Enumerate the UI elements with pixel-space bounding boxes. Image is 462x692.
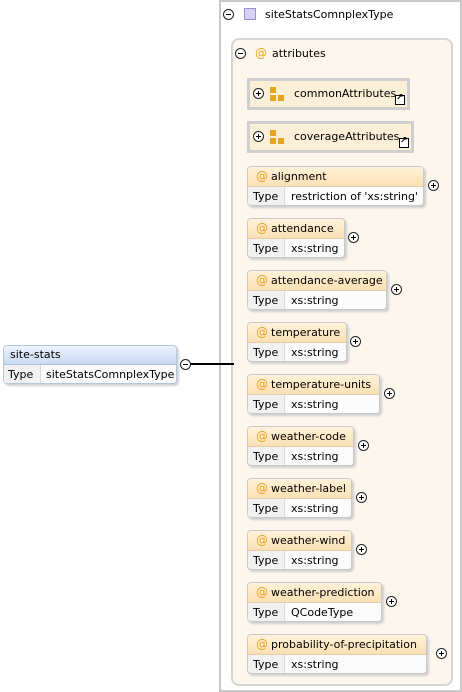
type-value: xs:string: [291, 398, 339, 411]
attribute-box[interactable]: @weather-prediction Type QCodeType: [247, 582, 382, 622]
type-value: xs:string: [291, 346, 339, 359]
attribute-icon: @: [256, 221, 268, 235]
attribute-icon: @: [256, 481, 268, 495]
attribute-box[interactable]: @weather-wind Type xs:string: [247, 530, 352, 570]
expand-icon[interactable]: [253, 131, 264, 142]
attribute-icon: @: [256, 637, 268, 651]
type-key: Type: [253, 190, 279, 203]
attribute-name: probability-of-precipitation: [271, 638, 417, 651]
type-value: xs:string: [291, 450, 339, 463]
type-value: xs:string: [291, 502, 339, 515]
expand-icon[interactable]: [358, 440, 369, 451]
expand-icon[interactable]: [356, 544, 367, 555]
attribute-icon: @: [256, 429, 268, 443]
attribute-icon: @: [256, 169, 268, 183]
attribute-group-name: commonAttributes: [294, 87, 397, 100]
attribute-group-ref[interactable]: coverageAttributes: [247, 121, 414, 153]
type-key: Type: [253, 502, 279, 515]
attribute-group-name: coverageAttributes: [294, 130, 400, 143]
attribute-box[interactable]: @alignment Type restriction of 'xs:string…: [247, 166, 424, 206]
type-value: xs:string: [291, 554, 339, 567]
expand-icon[interactable]: [348, 232, 359, 243]
expand-icon[interactable]: [436, 648, 447, 659]
type-key: Type: [253, 658, 279, 671]
attribute-icon: @: [256, 273, 268, 287]
attribute-name: weather-code: [271, 430, 346, 443]
attributes-at-icon: @: [255, 46, 267, 60]
attribute-box[interactable]: @probability-of-precipitation Type xs:str…: [247, 634, 427, 674]
link-arrow-icon[interactable]: [395, 93, 405, 105]
attribute-icon: @: [256, 585, 268, 599]
expand-icon[interactable]: [391, 284, 402, 295]
attribute-icon: @: [256, 533, 268, 547]
attribute-icon: @: [256, 377, 268, 391]
element-box[interactable]: site-stats Type siteStatsComnplexType: [3, 345, 177, 384]
expand-icon[interactable]: [384, 388, 395, 399]
attribute-box[interactable]: @weather-code Type xs:string: [247, 426, 354, 466]
expand-icon[interactable]: [428, 180, 439, 191]
attribute-name: weather-wind: [271, 534, 346, 547]
type-key: Type: [253, 242, 279, 255]
type-value: xs:string: [291, 242, 339, 255]
type-key: Type: [253, 450, 279, 463]
attribute-box[interactable]: @attendance Type xs:string: [247, 218, 345, 258]
type-value: xs:string: [291, 294, 339, 307]
attribute-name: weather-label: [271, 482, 346, 495]
expand-icon[interactable]: [350, 336, 361, 347]
attribute-name: temperature-units: [271, 378, 372, 391]
type-key: Type: [253, 554, 279, 567]
type-key: Type: [253, 294, 279, 307]
attribute-group-ref[interactable]: commonAttributes: [247, 78, 410, 110]
attributes-label: attributes: [272, 47, 326, 60]
expand-icon[interactable]: [386, 596, 397, 607]
type-value: restriction of 'xs:string': [291, 190, 418, 203]
attribute-name: temperature: [271, 326, 341, 339]
complex-type-icon: [244, 8, 256, 20]
type-key: Type: [253, 398, 279, 411]
type-key: Type: [253, 346, 279, 359]
attributes-collapse-icon[interactable]: [235, 48, 246, 59]
attribute-box[interactable]: @temperature Type xs:string: [247, 322, 347, 362]
attribute-box[interactable]: @weather-label Type xs:string: [247, 478, 352, 518]
attribute-group-icon: [270, 130, 286, 146]
type-value: xs:string: [291, 658, 339, 671]
attribute-box[interactable]: @attendance-average Type xs:string: [247, 270, 387, 310]
type-key: Type: [253, 606, 279, 619]
element-name: site-stats: [10, 348, 61, 361]
attribute-group-icon: [270, 87, 286, 103]
attribute-name: attendance: [271, 222, 334, 235]
connector-line: [190, 363, 234, 365]
type-value: QCodeType: [291, 606, 354, 619]
type-key: Type: [8, 368, 34, 381]
expand-icon[interactable]: [356, 492, 367, 503]
link-arrow-icon[interactable]: [399, 136, 409, 148]
attribute-box[interactable]: @temperature-units Type xs:string: [247, 374, 380, 414]
type-value: siteStatsComnplexType: [46, 368, 175, 381]
complex-type-collapse-icon[interactable]: [223, 9, 234, 20]
complex-type-name: siteStatsComnplexType: [265, 8, 394, 21]
attribute-icon: @: [256, 325, 268, 339]
attribute-name: attendance-average: [271, 274, 383, 287]
expand-icon[interactable]: [253, 88, 264, 99]
attribute-name: alignment: [271, 170, 327, 183]
attribute-name: weather-prediction: [271, 586, 375, 599]
